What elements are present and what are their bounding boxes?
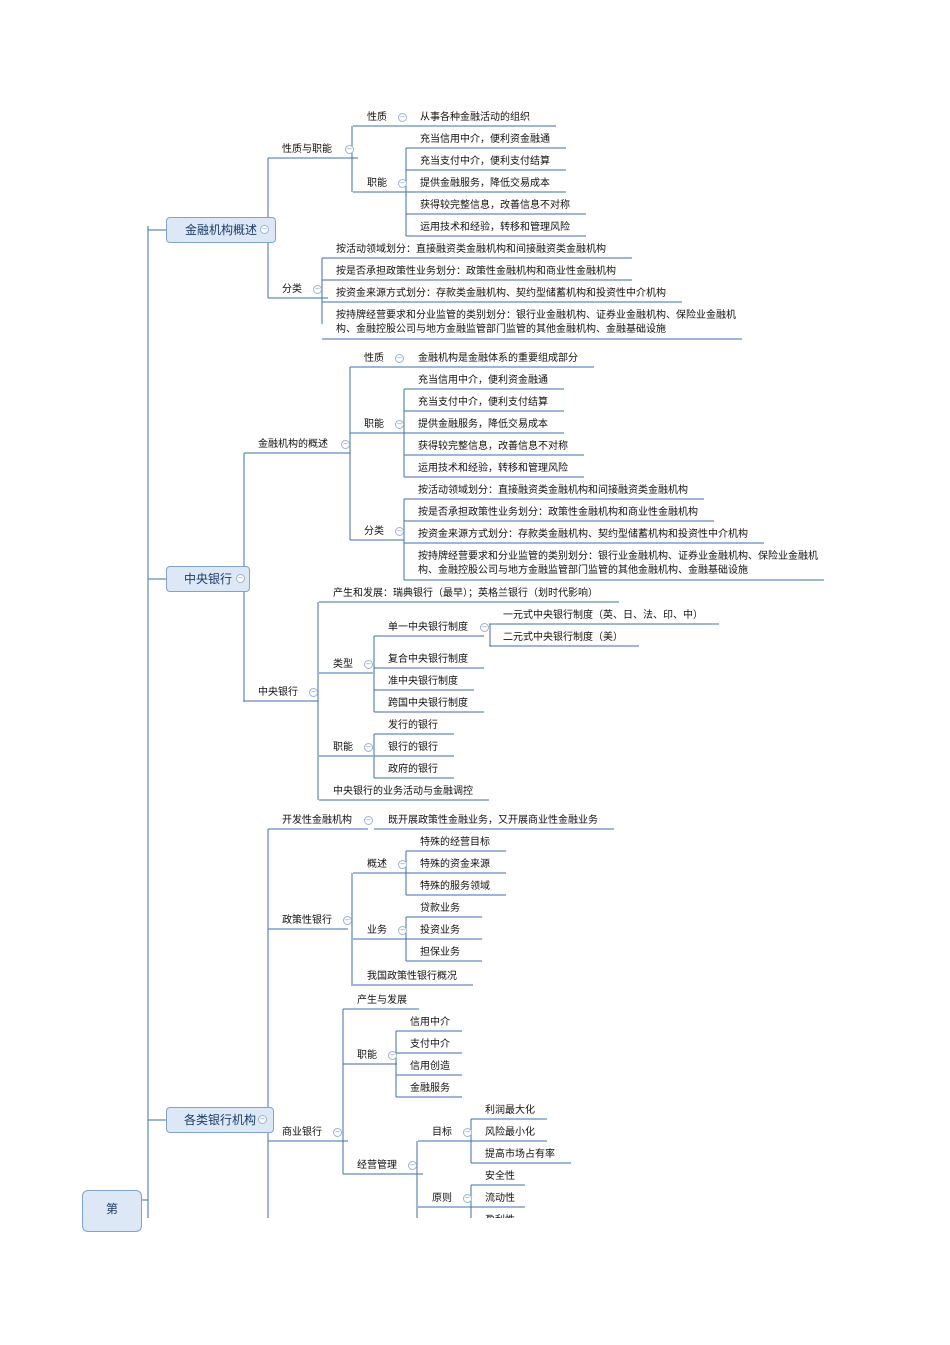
cb-function-risk[interactable]: 运用技术和经验，转移和管理风险 bbox=[418, 463, 568, 474]
collapse-toggle-icon[interactable]: − bbox=[313, 285, 322, 294]
cb-quasi-system[interactable]: 准中央银行制度 bbox=[388, 676, 458, 687]
class-license-supervision[interactable]: 按持牌经营要求和分业监管的类别划分：银行业金融机构、证券业金融机构、保险业金融机… bbox=[336, 310, 736, 335]
function-label[interactable]: 职能 bbox=[367, 178, 387, 189]
cb-function-credit[interactable]: 充当信用中介，便利资金融通 bbox=[418, 375, 548, 386]
collapse-toggle-icon[interactable]: − bbox=[364, 743, 373, 752]
pb-business-label[interactable]: 业务 bbox=[367, 925, 387, 936]
nature-label[interactable]: 性质 bbox=[367, 112, 387, 123]
cb-function-label-2[interactable]: 职能 bbox=[333, 742, 353, 753]
cb-function-services[interactable]: 提供金融服务，降低交易成本 bbox=[418, 419, 548, 430]
commercial-bank-label[interactable]: 商业银行 bbox=[282, 1127, 322, 1138]
collapse-toggle-icon[interactable]: − bbox=[408, 1161, 417, 1170]
cb-transnational-system[interactable]: 跨国中央银行制度 bbox=[388, 698, 468, 709]
cb-function-payment[interactable]: 充当支付中介，便利支付结算 bbox=[418, 397, 548, 408]
function-information[interactable]: 获得较完整信息，改善信息不对称 bbox=[420, 200, 570, 211]
cb-function-info[interactable]: 获得较完整信息，改善信息不对称 bbox=[418, 441, 568, 452]
cb-bankers-bank[interactable]: 银行的银行 bbox=[388, 742, 438, 753]
principle-safety[interactable]: 安全性 bbox=[485, 1171, 515, 1182]
cb-type-label[interactable]: 类型 bbox=[333, 659, 353, 670]
operation-management[interactable]: 经营管理 bbox=[357, 1160, 397, 1171]
collapse-toggle-icon[interactable]: − bbox=[333, 1128, 342, 1137]
development-finance-desc[interactable]: 既开展政策性金融业务，又开展商业性金融业务 bbox=[388, 815, 598, 826]
collapse-toggle-icon[interactable]: − bbox=[343, 916, 352, 925]
nature-and-function[interactable]: 性质与职能 bbox=[282, 144, 332, 155]
branch-bank-institutions[interactable]: 各类银行机构 bbox=[166, 1107, 274, 1133]
collapse-toggle-icon[interactable]: − bbox=[395, 420, 404, 429]
principle-label[interactable]: 原则 bbox=[432, 1193, 452, 1204]
function-financial-services[interactable]: 提供金融服务，降低交易成本 bbox=[420, 178, 550, 189]
collapse-toggle-icon[interactable]: − bbox=[395, 527, 404, 536]
branch-financial-institutions-overview[interactable]: 金融机构概述 bbox=[166, 217, 276, 243]
goal-market-share[interactable]: 提高市场占有率 bbox=[485, 1149, 555, 1160]
collapse-toggle-icon[interactable]: − bbox=[395, 354, 404, 363]
cb-operations-regulation[interactable]: 中央银行的业务活动与金融调控 bbox=[333, 786, 473, 797]
cb-classification-label[interactable]: 分类 bbox=[364, 526, 384, 537]
commercial-financial-service[interactable]: 金融服务 bbox=[410, 1083, 450, 1094]
commercial-origin[interactable]: 产生与发展 bbox=[357, 995, 407, 1006]
collapse-toggle-icon[interactable]: − bbox=[345, 145, 354, 154]
central-bank-label[interactable]: 中央银行 bbox=[258, 687, 298, 698]
root-node[interactable]: 第 bbox=[82, 1190, 142, 1232]
pb-loan[interactable]: 贷款业务 bbox=[420, 903, 460, 914]
cb-function-label[interactable]: 职能 bbox=[364, 419, 384, 430]
collapse-toggle-icon[interactable]: − bbox=[463, 1194, 472, 1203]
goal-profit-max[interactable]: 利润最大化 bbox=[485, 1105, 535, 1116]
function-risk[interactable]: 运用技术和经验，转移和管理风险 bbox=[420, 222, 570, 233]
cb-class-license[interactable]: 按持牌经营要求和分业监管的类别划分：银行业金融机构、证券业金融机构、保险业金融机… bbox=[418, 551, 818, 576]
collapse-toggle-icon[interactable]: − bbox=[398, 179, 407, 188]
principle-liquidity[interactable]: 流动性 bbox=[485, 1193, 515, 1204]
cb-nature-value[interactable]: 金融机构是金融体系的重要组成部分 bbox=[418, 353, 578, 364]
class-activity-field[interactable]: 按活动领域划分：直接融资类金融机构和间接融资类金融机构 bbox=[336, 244, 606, 255]
collapse-toggle-icon[interactable]: − bbox=[258, 1115, 267, 1124]
cb-overview-label[interactable]: 金融机构的概述 bbox=[258, 439, 328, 450]
cb-class-policy[interactable]: 按是否承担政策性业务划分：政策性金融机构和商业性金融机构 bbox=[418, 507, 698, 518]
collapse-toggle-icon[interactable]: − bbox=[463, 1128, 472, 1137]
policy-bank-label[interactable]: 政策性银行 bbox=[282, 915, 332, 926]
pb-special-funding[interactable]: 特殊的资金来源 bbox=[420, 859, 490, 870]
goal-label[interactable]: 目标 bbox=[432, 1127, 452, 1138]
commercial-credit-creation[interactable]: 信用创造 bbox=[410, 1061, 450, 1072]
class-funding-source[interactable]: 按资金来源方式划分：存款类金融机构、契约型储蓄机构和投资性中介机构 bbox=[336, 288, 666, 299]
cb-unitary-system[interactable]: 一元式中央银行制度（英、日、法、印、中） bbox=[503, 610, 703, 621]
goal-risk-min[interactable]: 风险最小化 bbox=[485, 1127, 535, 1138]
collapse-toggle-icon[interactable]: − bbox=[398, 860, 407, 869]
pb-china-overview[interactable]: 我国政策性银行概况 bbox=[367, 971, 457, 982]
nature-value[interactable]: 从事各种金融活动的组织 bbox=[420, 112, 530, 123]
cb-class-activity[interactable]: 按活动领域划分：直接融资类金融机构和间接融资类金融机构 bbox=[418, 485, 688, 496]
collapse-toggle-icon[interactable]: − bbox=[341, 440, 350, 449]
collapse-toggle-icon[interactable]: − bbox=[260, 225, 269, 234]
collapse-toggle-icon[interactable]: − bbox=[480, 623, 489, 632]
class-policy-business[interactable]: 按是否承担政策性业务划分：政策性金融机构和商业性金融机构 bbox=[336, 266, 616, 277]
cb-single-system[interactable]: 单一中央银行制度 bbox=[388, 622, 468, 633]
pb-special-service[interactable]: 特殊的服务领域 bbox=[420, 881, 490, 892]
cb-dual-system[interactable]: 二元式中央银行制度（美） bbox=[503, 632, 623, 643]
cb-class-funding[interactable]: 按资金来源方式划分：存款类金融机构、契约型储蓄机构和投资性中介机构 bbox=[418, 529, 748, 540]
collapse-toggle-icon[interactable]: − bbox=[398, 926, 407, 935]
commercial-credit-intermediary[interactable]: 信用中介 bbox=[410, 1017, 450, 1028]
collapse-toggle-icon[interactable]: − bbox=[309, 688, 318, 697]
commercial-payment-intermediary[interactable]: 支付中介 bbox=[410, 1039, 450, 1050]
cb-governments-bank[interactable]: 政府的银行 bbox=[388, 764, 438, 775]
cb-composite-system[interactable]: 复合中央银行制度 bbox=[388, 654, 468, 665]
collapse-toggle-icon[interactable]: − bbox=[364, 660, 373, 669]
cb-origin[interactable]: 产生和发展：瑞典银行（最早）；英格兰银行（划时代影响） bbox=[333, 588, 598, 599]
cb-issuing-bank[interactable]: 发行的银行 bbox=[388, 720, 438, 731]
pb-special-goal[interactable]: 特殊的经营目标 bbox=[420, 837, 490, 848]
pb-investment[interactable]: 投资业务 bbox=[420, 925, 460, 936]
collapse-toggle-icon[interactable]: − bbox=[236, 574, 245, 583]
pb-guarantee[interactable]: 担保业务 bbox=[420, 947, 460, 958]
collapse-toggle-icon[interactable]: − bbox=[388, 1051, 397, 1060]
function-credit-intermediary[interactable]: 充当信用中介，便利资金融通 bbox=[420, 134, 550, 145]
commercial-function-label[interactable]: 职能 bbox=[357, 1050, 377, 1061]
page-bottom-margin bbox=[0, 1218, 950, 1345]
function-payment-intermediary[interactable]: 充当支付中介，便利支付结算 bbox=[420, 156, 550, 167]
development-finance[interactable]: 开发性金融机构 bbox=[282, 815, 352, 826]
collapse-toggle-icon[interactable]: − bbox=[364, 816, 373, 825]
pb-overview-label[interactable]: 概述 bbox=[367, 859, 387, 870]
classification-label[interactable]: 分类 bbox=[282, 284, 302, 295]
collapse-toggle-icon[interactable]: − bbox=[398, 113, 407, 122]
cb-nature-label[interactable]: 性质 bbox=[364, 353, 384, 364]
